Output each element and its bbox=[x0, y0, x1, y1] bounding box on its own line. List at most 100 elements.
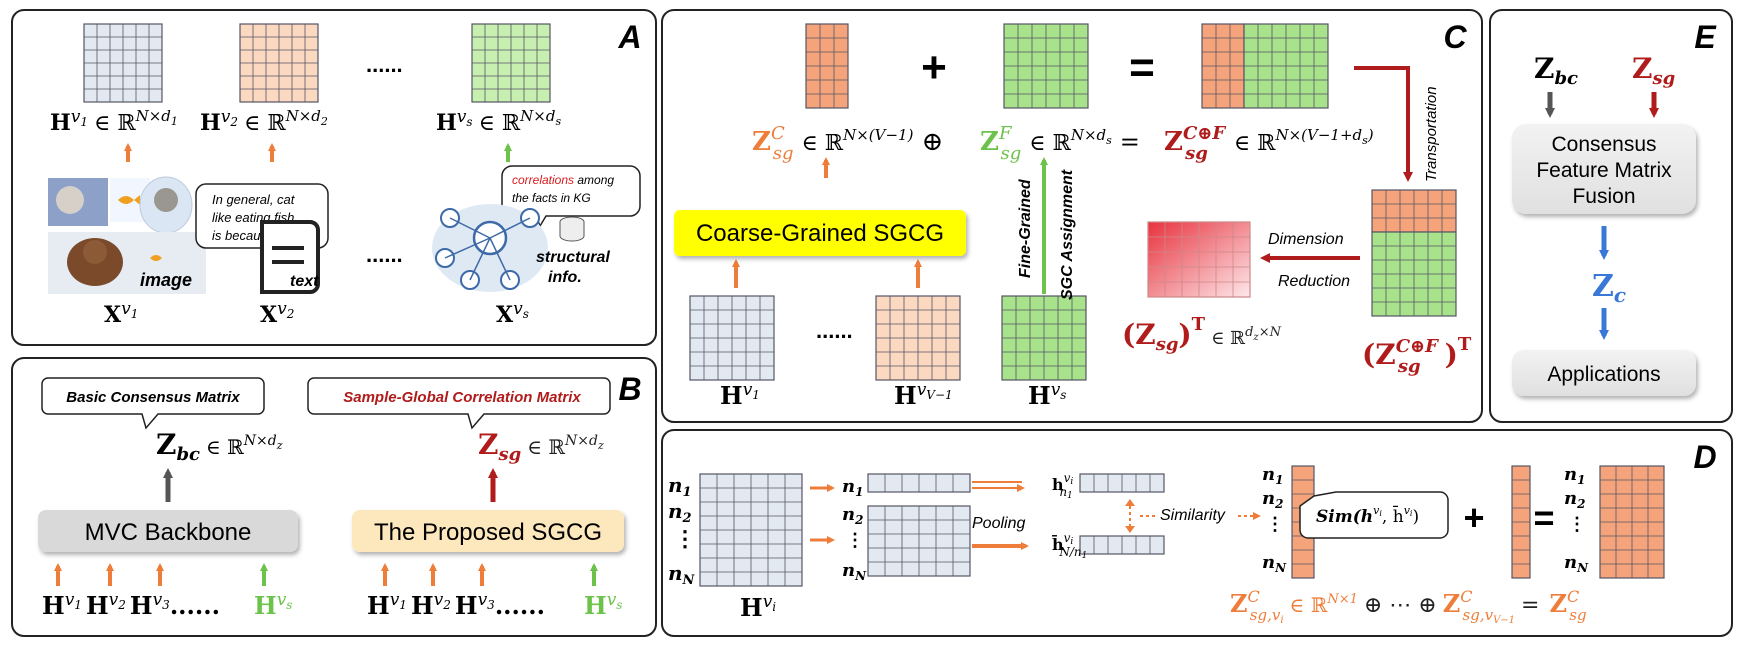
applications-label: Applications bbox=[1547, 363, 1660, 386]
sgcg-input-hs: Hvs bbox=[584, 590, 622, 620]
matrix-z-sg-t bbox=[1147, 221, 1251, 298]
e-zbc-label: Zbc bbox=[1534, 52, 1578, 89]
matrix-z-c-sg bbox=[805, 23, 849, 109]
d-col-dots: ⋮ bbox=[1266, 514, 1284, 535]
d-mid-n1: n1 bbox=[842, 476, 863, 499]
vector-h-bar bbox=[1079, 535, 1165, 555]
sim-callout bbox=[1299, 491, 1449, 539]
d-out-n1: n1 bbox=[1564, 464, 1585, 487]
transportation-arrow bbox=[1354, 66, 1413, 182]
d-row-n2: n2 bbox=[668, 499, 692, 526]
mvc-backbone-box bbox=[38, 510, 298, 552]
matrix-h-v2 bbox=[239, 23, 319, 103]
panel-label-a: A bbox=[617, 19, 641, 55]
d-row-n1: n1 bbox=[668, 473, 692, 500]
matrix-z-cf-t-bottom bbox=[1371, 231, 1457, 317]
d-out-n2: n2 bbox=[1564, 488, 1585, 511]
h-v1-dim-label: Hv1∈ ℝN×d1 bbox=[50, 107, 178, 136]
fusion-line-3: Fusion bbox=[1572, 185, 1635, 208]
d-col-n1: n1 bbox=[1262, 464, 1283, 487]
h-vs-dim-label: Hvs∈ ℝN×ds bbox=[436, 107, 561, 136]
matrix-h-vv-c bbox=[875, 295, 961, 381]
x-v2-label: Xv2 bbox=[260, 299, 294, 328]
d-row-dots: ⋮ bbox=[674, 526, 696, 552]
pooling-label: Pooling bbox=[972, 515, 1025, 532]
sample-global-bubble bbox=[307, 377, 611, 430]
mvc-input-hs: Hvs bbox=[254, 590, 292, 620]
text-bubble-line-1: In general, cat bbox=[212, 192, 296, 207]
e-zc-label: Zc bbox=[1592, 269, 1626, 307]
matrix-z-cf-sg-left bbox=[1201, 23, 1245, 109]
d-plus-sign: + bbox=[1463, 497, 1484, 538]
vector-n1 bbox=[867, 473, 971, 493]
ellipsis-top: ...... bbox=[366, 52, 403, 77]
d-col-n2: n2 bbox=[1262, 488, 1283, 511]
image-label: image bbox=[140, 270, 192, 290]
matrix-h-v1 bbox=[83, 23, 163, 103]
applications-box bbox=[1512, 350, 1696, 396]
mvc-backbone-label: MVC Backbone bbox=[85, 519, 252, 546]
knowledge-graph-icon: structural info. bbox=[432, 204, 610, 292]
e-zsg-label: Zsg bbox=[1632, 52, 1675, 89]
ellipsis-bottom: ...... bbox=[366, 242, 403, 267]
h-vi-label: Hvi bbox=[740, 592, 776, 622]
d-col-nN: nN bbox=[1262, 552, 1287, 575]
panel-label-d: D bbox=[1693, 439, 1716, 475]
structural-label-1: structural bbox=[536, 249, 610, 266]
consensus-fusion-box bbox=[1512, 124, 1696, 214]
kg-bubble-line-2: the facts in KG bbox=[512, 191, 591, 205]
document-icon: text bbox=[260, 220, 320, 294]
cat-face-icon bbox=[56, 186, 84, 214]
z-sg-transpose-label: (Zsg)T∈ ℝdz×N bbox=[1122, 314, 1282, 355]
zbc-dim-label: Zbc∈ ℝN×dz bbox=[156, 428, 283, 465]
panel-label-c: C bbox=[1443, 19, 1467, 55]
panel-a: Hv1∈ ℝN×d1 Hv2∈ ℝN×d2 Hvs∈ ℝN×ds ...... … bbox=[48, 52, 641, 328]
equals-sign: = bbox=[1129, 43, 1155, 92]
panel-c-border bbox=[661, 9, 1483, 423]
panel-label-b: B bbox=[618, 371, 641, 407]
fine-grained-label: Fine-Grained bbox=[1017, 178, 1034, 278]
panel-e: Zbc Zsg Consensus Feature Matrix Fusion … bbox=[1512, 52, 1696, 396]
reduction-label: Reduction bbox=[1278, 273, 1350, 290]
d-mid-n2: n2 bbox=[842, 504, 863, 527]
vector-h-n1 bbox=[1079, 473, 1165, 493]
h-v1-c-label: Hv1 bbox=[720, 380, 760, 410]
kg-speech-bubble: correlations among the facts in KG bbox=[501, 165, 641, 228]
fusion-line-1: Consensus bbox=[1551, 133, 1656, 156]
column-z-c-v2 bbox=[1511, 465, 1531, 579]
x-v1-label: Xv1 bbox=[104, 299, 138, 328]
d-mid-dots: ⋮ bbox=[846, 530, 864, 551]
sample-global-label: Sample-Global Correlation Matrix bbox=[343, 389, 581, 406]
h-v2-dim-label: Hv2∈ ℝN×d2 bbox=[200, 107, 328, 136]
sgc-assignment-label: SGC Assignment bbox=[1059, 169, 1076, 300]
h-vv-c-label: HvV−1 bbox=[894, 380, 953, 410]
matrix-pooled bbox=[867, 505, 971, 577]
basic-consensus-bubble bbox=[41, 377, 265, 430]
panel-b: Basic Consensus Matrix Sample-Global Cor… bbox=[38, 377, 624, 620]
image-thumbnails: image bbox=[48, 176, 206, 294]
d-out-dots: ⋮ bbox=[1568, 514, 1586, 535]
transportation-label: Transportation bbox=[1423, 86, 1440, 182]
matrix-h-vs bbox=[471, 23, 551, 103]
plus-sign: + bbox=[921, 43, 947, 92]
coarse-grained-box bbox=[674, 210, 966, 256]
matrix-grids bbox=[83, 23, 1665, 587]
matrix-z-c-sg-out bbox=[1599, 465, 1665, 579]
d-equals-sign: = bbox=[1533, 497, 1554, 538]
zsg-dim-label: Zsg∈ ℝN×dz bbox=[478, 428, 604, 465]
text-label: text bbox=[290, 273, 319, 290]
mvc-input-arrows bbox=[54, 563, 598, 586]
fusion-line-2: Feature Matrix bbox=[1536, 159, 1672, 182]
matrix-z-cf-sg-right bbox=[1243, 23, 1329, 109]
matrix-h-vi bbox=[699, 473, 803, 587]
